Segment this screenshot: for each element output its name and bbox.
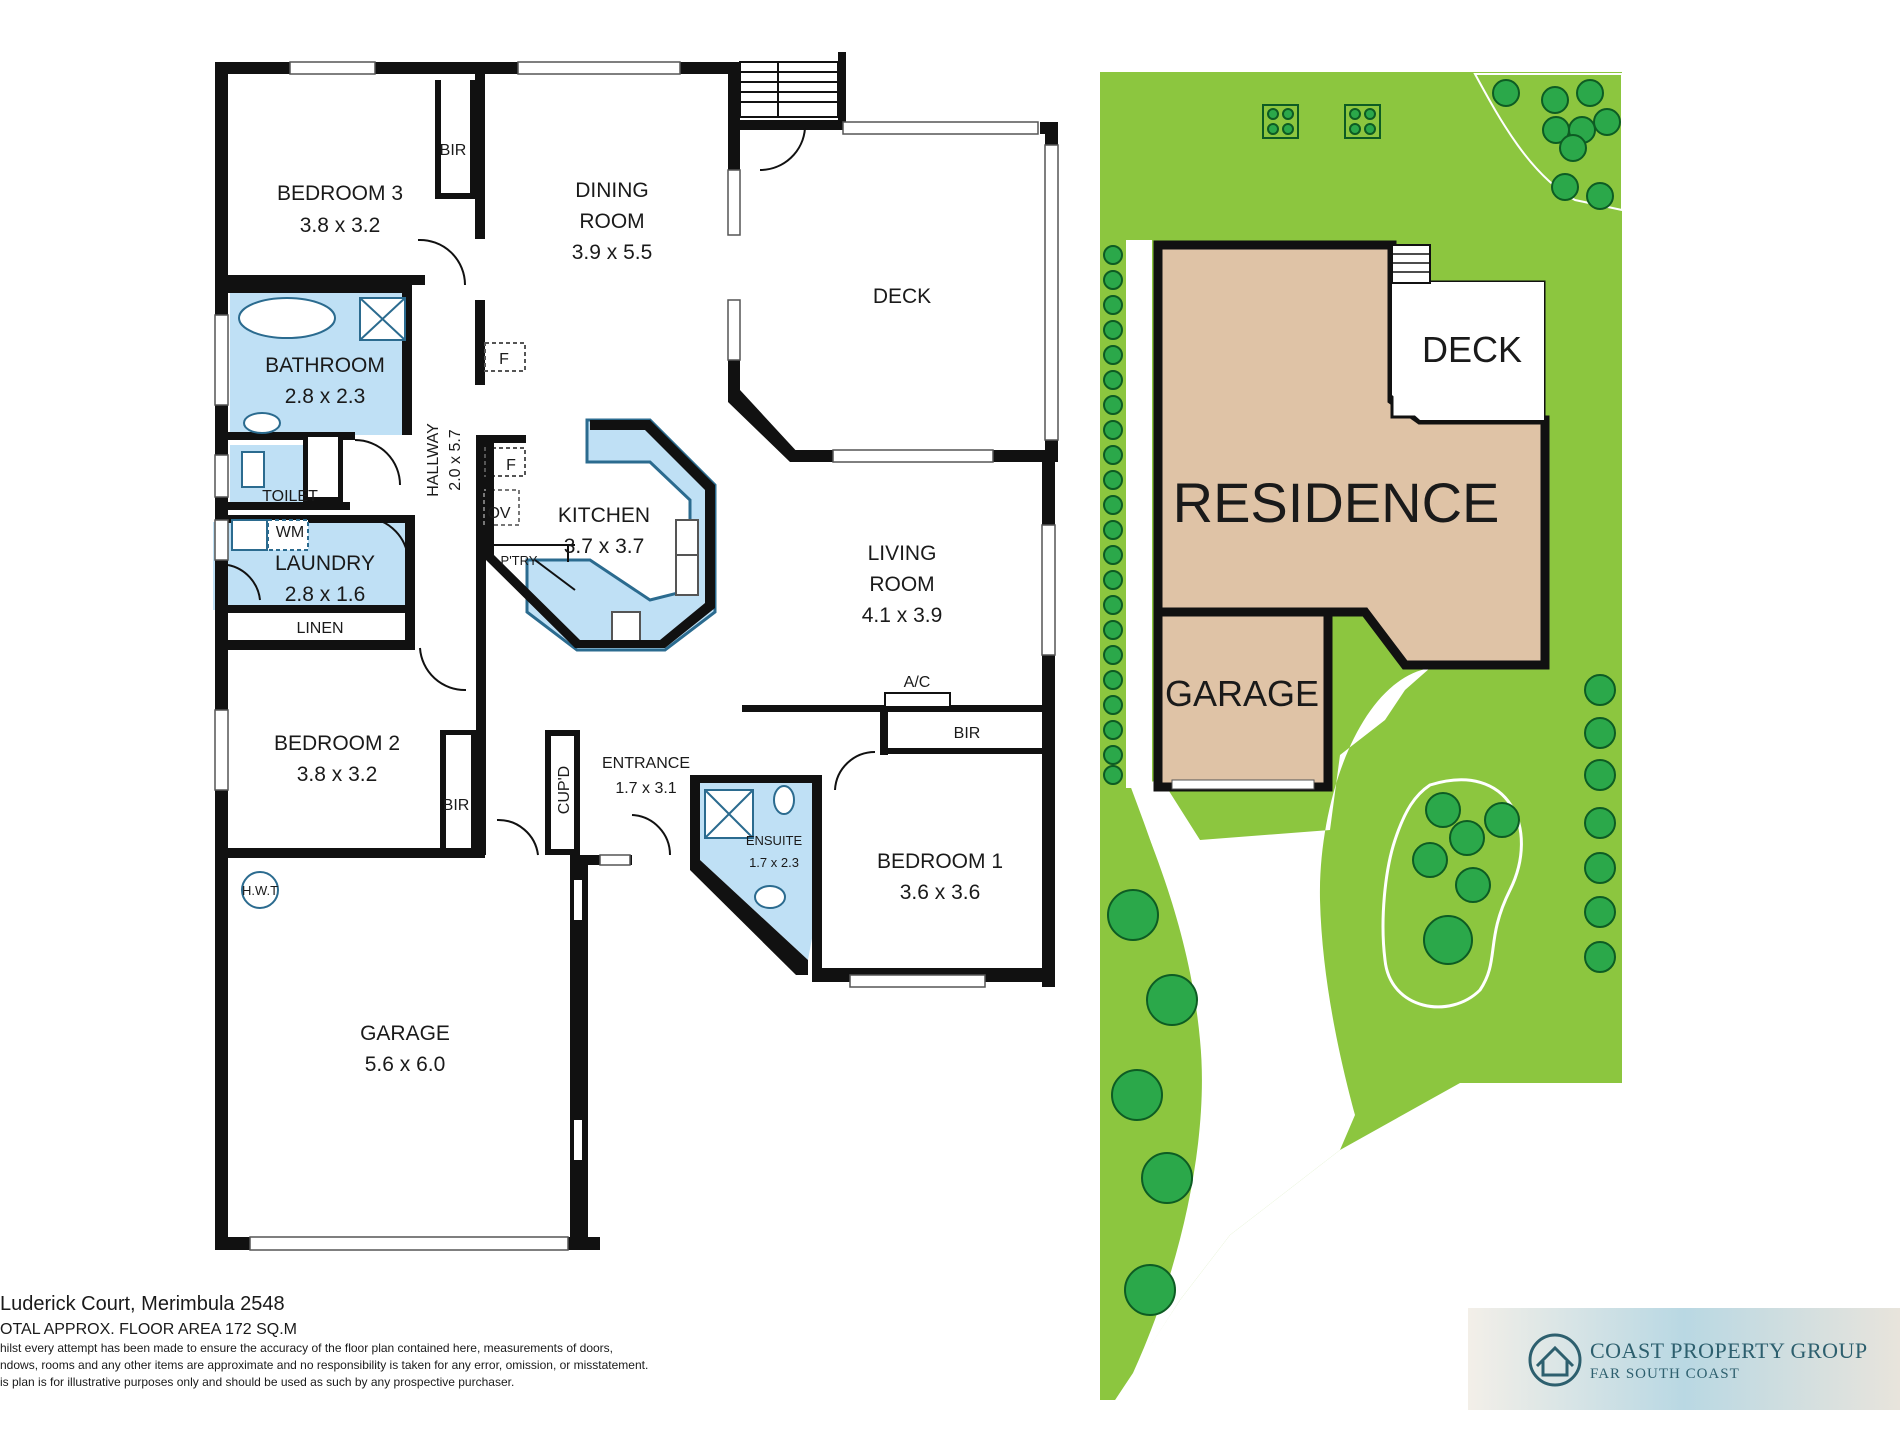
ac-unit xyxy=(884,692,951,708)
bathroom-fixtures xyxy=(231,297,795,909)
kitchen-detail xyxy=(480,342,576,591)
footer-disclaimer-1: hilst every attempt has been made to ens… xyxy=(0,1341,613,1355)
brand-sub: FAR SOUTH COAST xyxy=(1590,1366,1740,1382)
site-garage-footprint xyxy=(1153,607,1333,792)
wm-label: WM xyxy=(276,524,304,541)
bathroom-name: BATHROOM xyxy=(265,354,385,377)
laundry-size: 2.8 x 1.6 xyxy=(285,583,366,606)
dining-size: 3.9 x 5.5 xyxy=(572,241,653,264)
footer-disclaimer-3: is plan is for illustrative purposes onl… xyxy=(0,1375,514,1389)
pantry-label: P'TRY xyxy=(501,553,538,568)
fireplace-1: F xyxy=(499,351,509,368)
living-size: 4.1 x 3.9 xyxy=(862,604,943,627)
laundry-name: LAUNDRY xyxy=(275,552,375,575)
planter-boxes xyxy=(1262,104,1381,139)
site-deck-label: DECK xyxy=(1422,329,1522,370)
cupboard-label: CUP'D xyxy=(556,766,573,814)
ac-label: A/C xyxy=(904,674,931,691)
living-name-1: LIVING xyxy=(868,542,937,565)
garage-name: GARAGE xyxy=(360,1022,450,1045)
entrance-name: ENTRANCE xyxy=(602,755,690,772)
bathroom-size: 2.8 x 2.3 xyxy=(285,385,366,408)
room-labels: BEDROOM 3 3.8 x 3.2 BIR DINING ROOM 3.9 … xyxy=(242,142,1003,1076)
door-swings xyxy=(227,127,876,856)
hedge xyxy=(1103,245,1123,785)
footer: Luderick Court, Merimbula 2548 OTAL APPR… xyxy=(0,1293,648,1389)
kitchen-size: 3.7 x 3.7 xyxy=(564,535,645,558)
hallway-name: HALLWAY xyxy=(425,423,442,497)
dining-name-2: ROOM xyxy=(579,210,644,233)
entrance-size: 1.7 x 3.1 xyxy=(615,780,676,797)
house-circle-icon xyxy=(1528,1333,1582,1387)
site-plan: RESIDENCE DECK GARAGE xyxy=(1100,72,1623,1400)
driveway-shape xyxy=(1130,668,1430,1373)
windows xyxy=(214,61,1059,1251)
site-residence-label: RESIDENCE xyxy=(1173,471,1500,534)
deck-name: DECK xyxy=(873,285,931,308)
brand-name: COAST PROPERTY GROUP xyxy=(1590,1338,1868,1363)
bir-bedroom2: BIR xyxy=(443,797,470,814)
bedroom3-name: BEDROOM 3 xyxy=(277,182,403,205)
hot-water-tank xyxy=(241,871,279,909)
toilet-name: TOILET xyxy=(262,488,318,505)
linen-name: LINEN xyxy=(296,620,343,637)
trees xyxy=(1107,79,1621,1316)
hallway-size: 2.0 x 5.7 xyxy=(447,429,464,490)
fireplace-2: F xyxy=(506,457,516,474)
bedroom1-name: BEDROOM 1 xyxy=(877,850,1003,873)
bir-bedroom1: BIR xyxy=(954,725,981,742)
dining-name-1: DINING xyxy=(575,179,649,202)
footer-disclaimer-2: ndows, rooms and any other items are app… xyxy=(0,1358,648,1372)
bedroom3-size: 3.8 x 3.2 xyxy=(300,214,381,237)
footer-address: Luderick Court, Merimbula 2548 xyxy=(0,1293,285,1315)
ensuite-size: 1.7 x 2.3 xyxy=(749,855,799,870)
bir-bedroom3: BIR xyxy=(440,142,467,159)
bedroom2-size: 3.8 x 3.2 xyxy=(297,763,378,786)
hwt-label: H.W.T xyxy=(242,883,278,898)
ensuite-name: ENSUITE xyxy=(746,833,803,848)
bedroom2-name: BEDROOM 2 xyxy=(274,732,400,755)
footer-area: OTAL APPROX. FLOOR AREA 172 SQ.M xyxy=(0,1321,297,1338)
garden-bed xyxy=(1381,778,1523,1009)
oven-label: OV xyxy=(487,505,510,522)
stairs-top xyxy=(739,61,839,118)
kitchen-name: KITCHEN xyxy=(558,504,650,527)
brand-logo: COAST PROPERTY GROUP FAR SOUTH COAST xyxy=(1468,1308,1900,1410)
kitchen-walls xyxy=(476,420,715,648)
bedroom1-size: 3.6 x 3.6 xyxy=(900,881,981,904)
site-garage-label: GARAGE xyxy=(1165,673,1319,714)
living-name-2: ROOM xyxy=(869,573,934,596)
garage-size: 5.6 x 6.0 xyxy=(365,1053,446,1076)
